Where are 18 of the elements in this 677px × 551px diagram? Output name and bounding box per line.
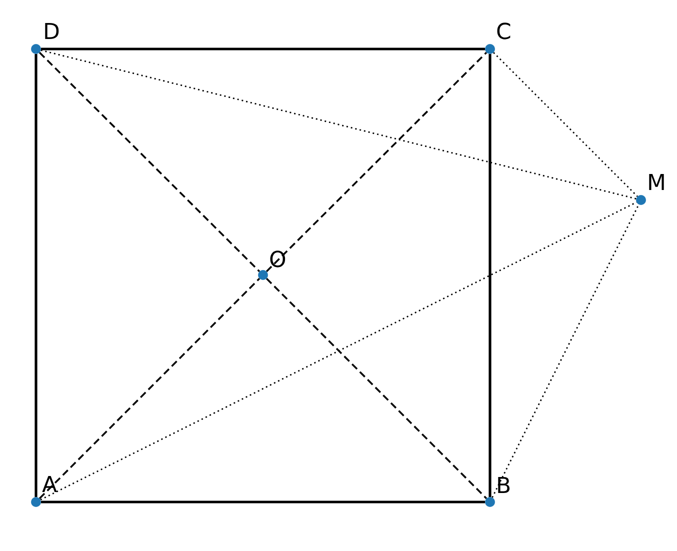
diagonal-line	[266, 52, 488, 272]
square-side	[488, 54, 492, 497]
point-label: A	[42, 475, 58, 497]
square-side	[41, 48, 485, 50]
dotted-line	[493, 52, 638, 197]
point-label: O	[269, 250, 286, 272]
dotted-line	[40, 50, 636, 200]
square-side	[34, 54, 38, 497]
diagonal-line	[266, 278, 488, 500]
dotted-line	[40, 202, 637, 500]
diagonal-line	[38, 278, 260, 500]
dotted-line	[492, 204, 640, 498]
diagonal-line	[38, 52, 260, 272]
point-label: B	[496, 476, 512, 498]
point-label: D	[43, 22, 60, 44]
square-side	[41, 500, 485, 504]
point-label: M	[647, 173, 666, 195]
point-label: C	[496, 22, 512, 44]
